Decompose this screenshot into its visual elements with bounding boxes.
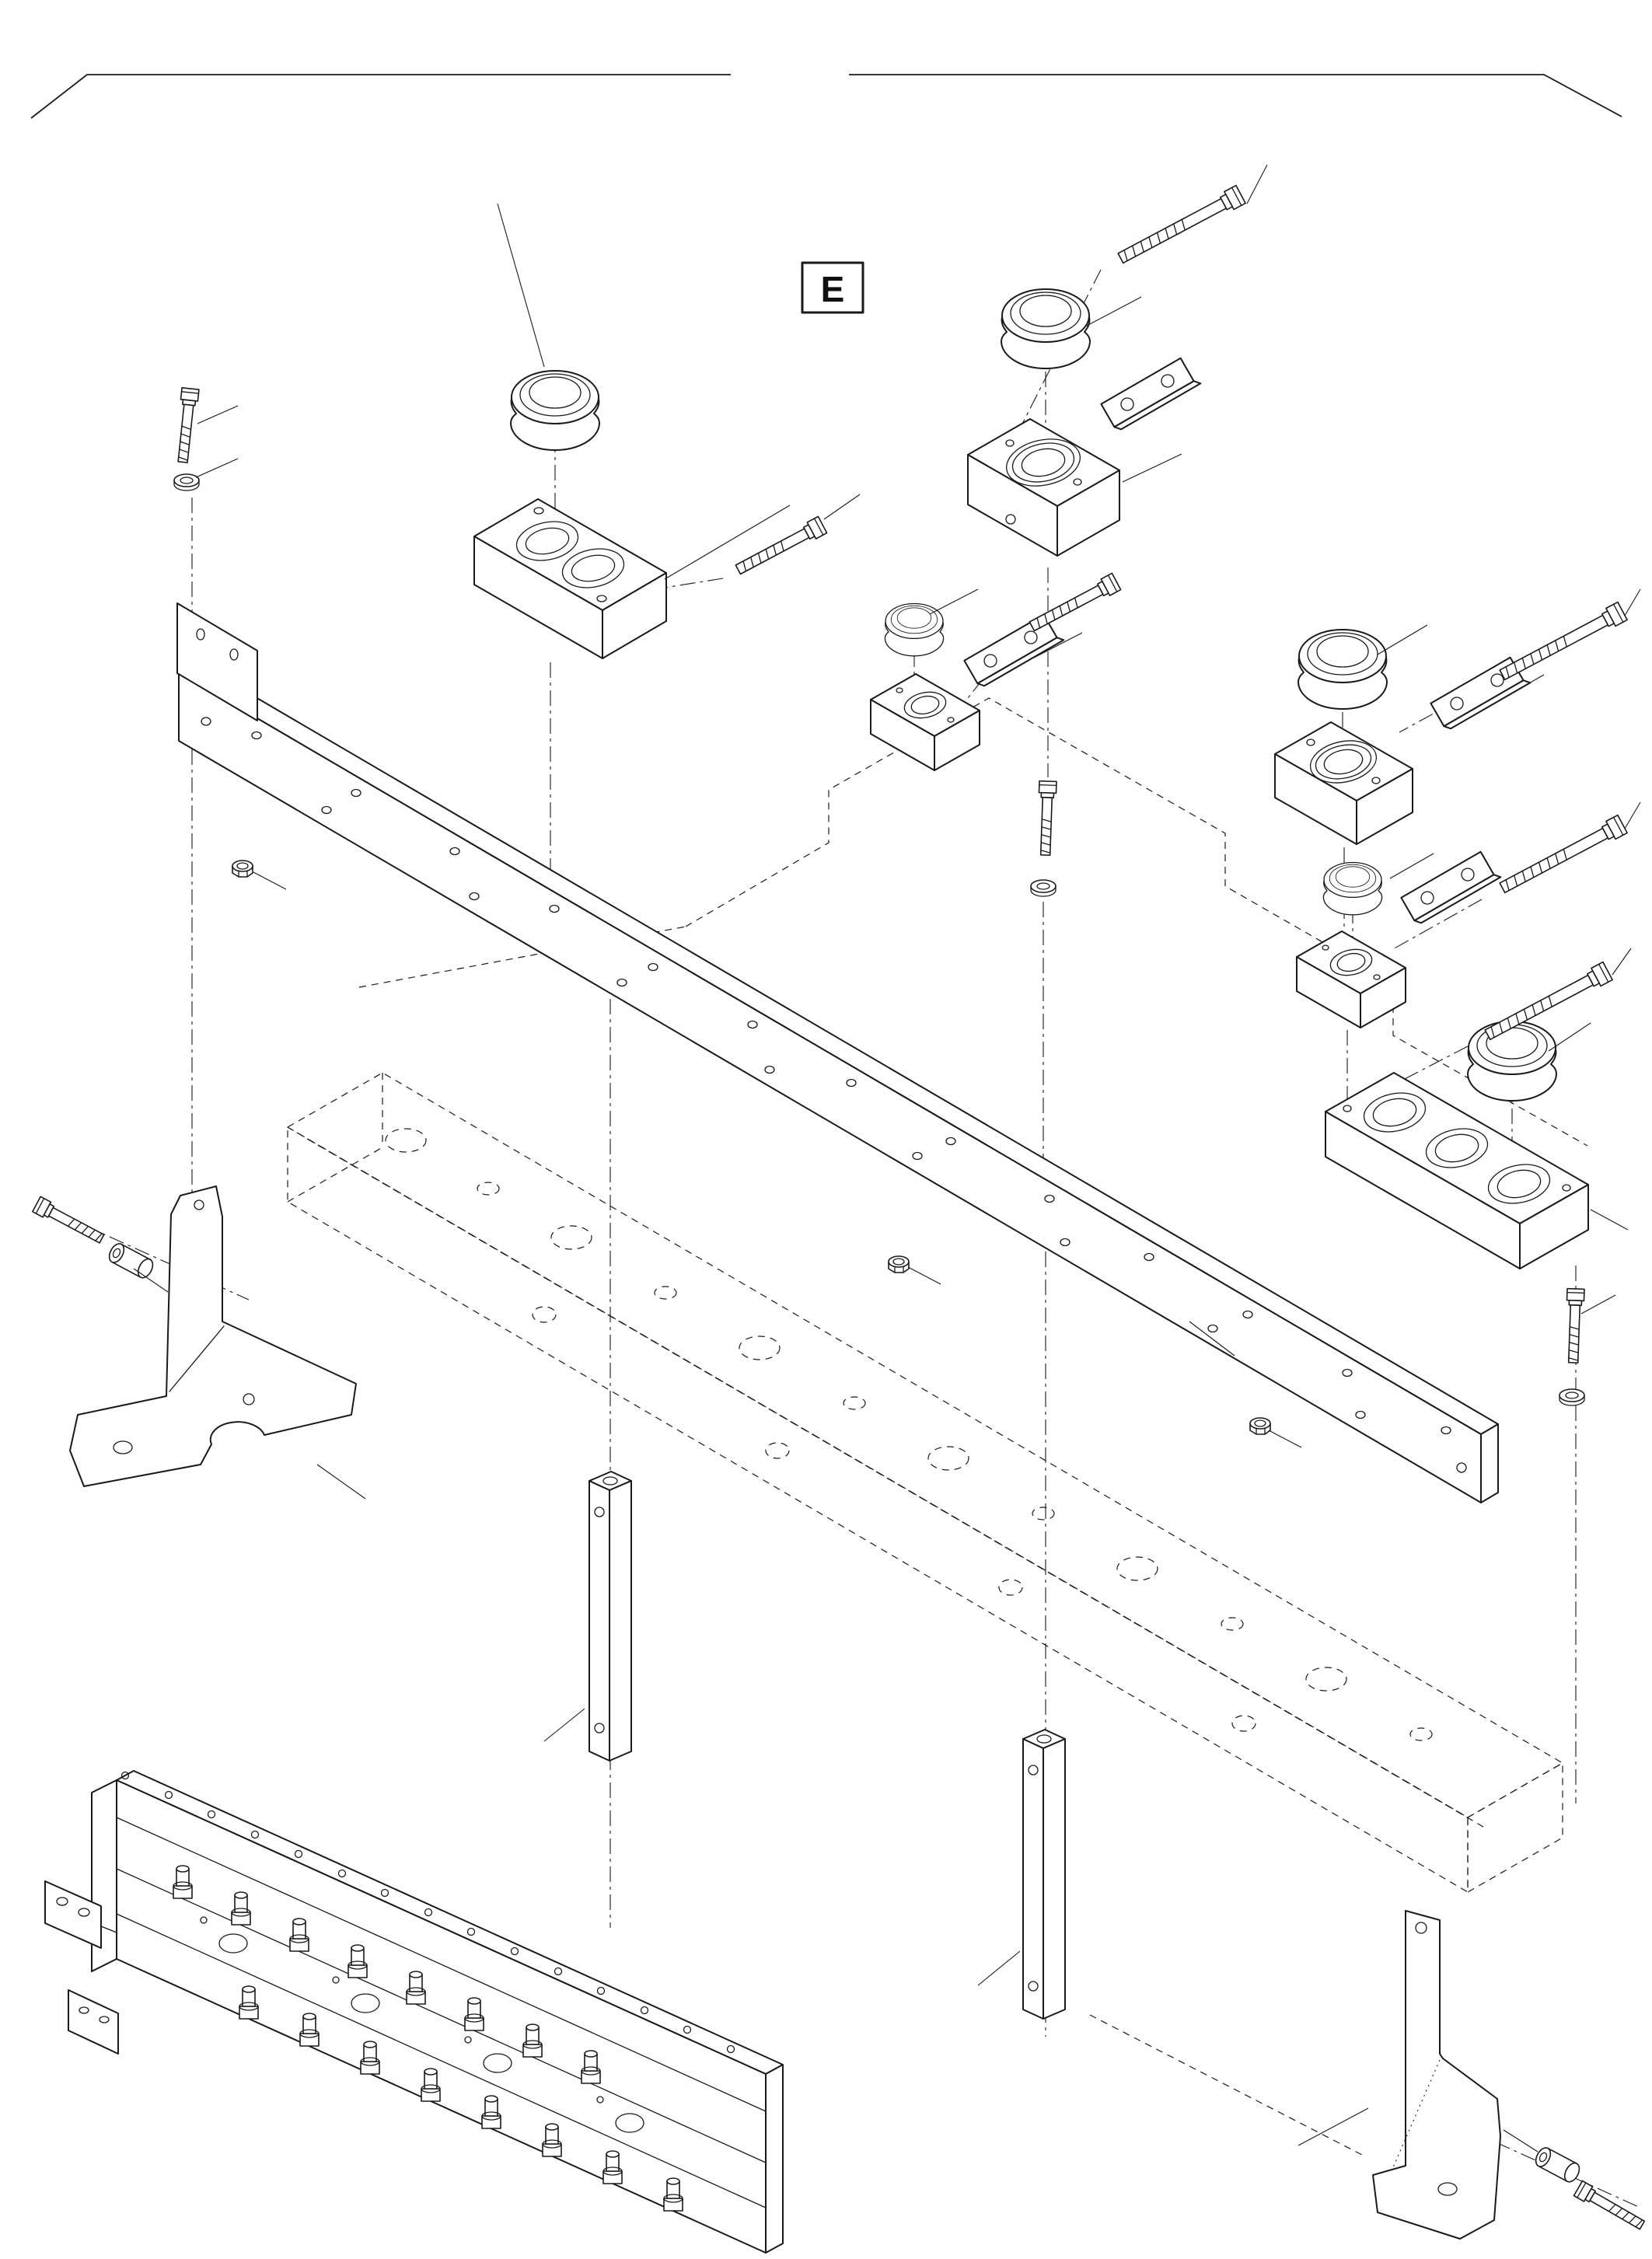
hex-bolt-1 bbox=[173, 387, 200, 464]
washer-2 bbox=[1030, 879, 1057, 897]
hex-nut-3 bbox=[1249, 1417, 1271, 1435]
hex-bolt-3 bbox=[732, 515, 828, 579]
spacer-bushing-1 bbox=[106, 1240, 157, 1281]
section-label: E bbox=[821, 269, 845, 309]
clamp-block-single-1 bbox=[967, 418, 1120, 557]
hex-bolt-8 bbox=[1036, 780, 1057, 857]
section-label-box: E bbox=[801, 261, 864, 314]
clamp-block-single-4 bbox=[1296, 930, 1406, 1028]
hex-nut-2 bbox=[888, 1255, 910, 1273]
hex-bolt-10 bbox=[1563, 1287, 1585, 1364]
spacer-bar-1 bbox=[589, 1471, 632, 1761]
hex-bolt-4 bbox=[1026, 572, 1122, 636]
spacer-bar-2 bbox=[1022, 1729, 1066, 2020]
support-bracket-left bbox=[69, 1185, 357, 1487]
rubber-cap-large-1 bbox=[510, 370, 600, 451]
hex-bolt-6 bbox=[1497, 814, 1628, 898]
hex-nut-1 bbox=[232, 860, 253, 878]
valve-body-phantom bbox=[286, 697, 1588, 2156]
hex-bolt-11 bbox=[1573, 2180, 1647, 2233]
hex-bolt-5 bbox=[1497, 601, 1628, 685]
support-bracket-right bbox=[1372, 1910, 1501, 2240]
washer-3 bbox=[1559, 1388, 1585, 1406]
clamp-bar-triple bbox=[1325, 1072, 1589, 1269]
washer-1 bbox=[173, 473, 200, 491]
clamp-block-double bbox=[473, 498, 667, 659]
retainer-plate-1 bbox=[1100, 354, 1202, 433]
retainer-plate-4 bbox=[1400, 848, 1502, 927]
leader-lines bbox=[133, 164, 1641, 2153]
rubber-cap-large-2 bbox=[1001, 288, 1091, 369]
rubber-cap-large-4 bbox=[1467, 1021, 1557, 1102]
clamp-block-single-2 bbox=[870, 673, 980, 771]
clamp-block-single-3 bbox=[1274, 721, 1413, 845]
spacer-bushing-2 bbox=[1532, 2144, 1584, 2185]
hex-bolt-2 bbox=[1115, 184, 1246, 268]
corner-marks bbox=[30, 74, 1622, 119]
hex-bolt-9 bbox=[32, 1196, 107, 1248]
rubber-cap-small-2 bbox=[1323, 863, 1381, 915]
rubber-cap-large-3 bbox=[1298, 629, 1388, 710]
hex-bolt-7 bbox=[1482, 961, 1613, 1045]
control-valve-assembly bbox=[44, 1770, 784, 2254]
mounting-rail bbox=[176, 602, 1499, 1503]
